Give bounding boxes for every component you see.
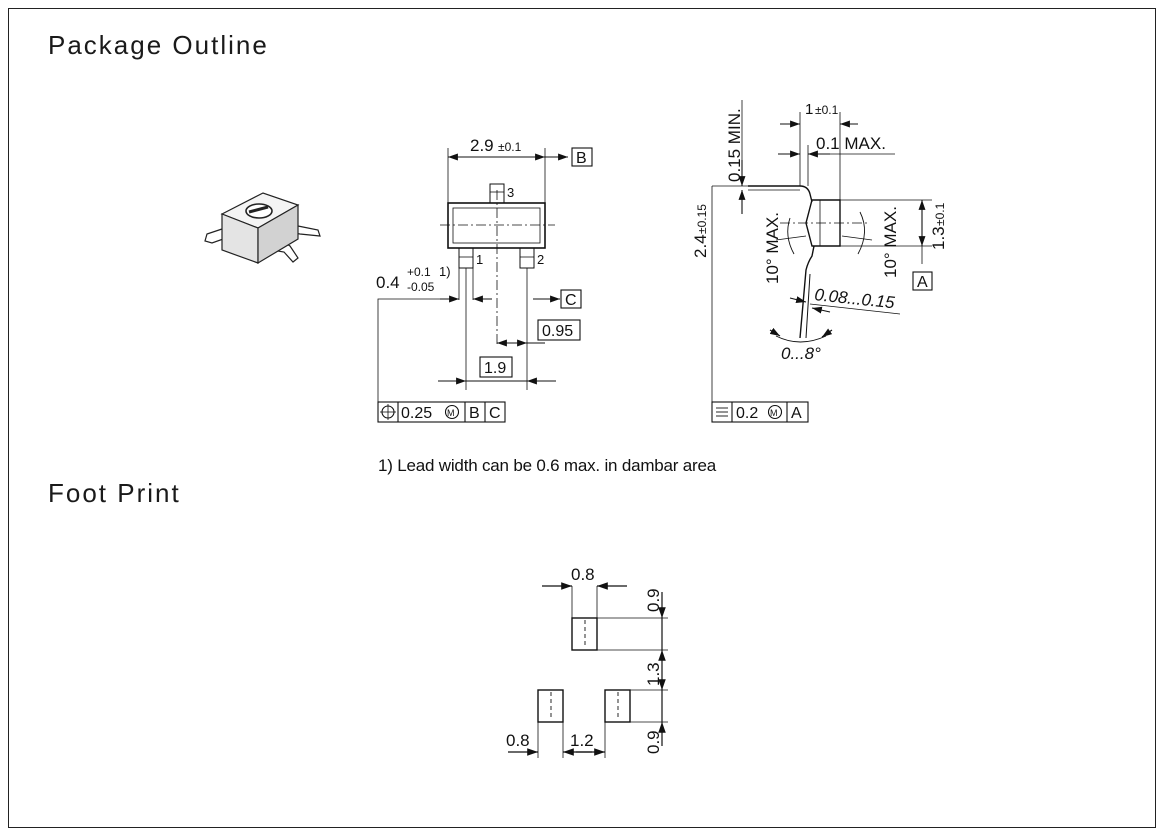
datum-c-label: C <box>565 292 577 309</box>
angle-right-label: 10° MAX. <box>881 206 900 278</box>
mmc-symbol-icon <box>444 404 460 420</box>
datum-b-box <box>571 147 593 167</box>
gap-h-label: 1.2 <box>570 731 594 750</box>
height-tol: ±0.15 <box>695 204 709 234</box>
datum-a-label: A <box>917 274 928 291</box>
top-view <box>377 147 593 423</box>
pad-bottom-left <box>537 689 564 723</box>
lead-width-footnote: 1) Lead width can be 0.6 max. in dambar … <box>378 456 717 475</box>
tol-ref2-label: C <box>489 405 501 422</box>
width-tol-label: ±0.1 <box>498 140 522 154</box>
package-3d-illustration <box>204 192 321 265</box>
datum-c-box <box>560 289 582 309</box>
pad-w-top-label: 0.8 <box>571 565 595 584</box>
lead-tol-plus: +0.1 <box>407 265 431 279</box>
pin3-label: 3 <box>507 185 514 200</box>
footprint-drawing <box>508 582 668 758</box>
gap-v-label: 1.3 <box>644 662 663 686</box>
tol-mod-label: M <box>447 408 455 418</box>
footprint-labels: 0.8 0.9 1.3 0.9 0.8 1.2 <box>506 565 663 754</box>
datum-b-label: B <box>576 150 587 167</box>
pad-h-top-label: 0.9 <box>644 588 663 612</box>
flatness-tolerance-frame <box>711 401 809 423</box>
pad-bottom-right <box>604 689 631 723</box>
height-label: 2.4 <box>691 234 710 258</box>
flat-mod-label: M <box>770 408 778 418</box>
pad-top <box>571 617 598 651</box>
top-view-body <box>447 202 546 249</box>
span-label: 1.9 <box>484 360 506 377</box>
lead-note-ref: 1) <box>439 264 451 279</box>
pitch-box <box>537 319 581 341</box>
pad-w-left-label: 0.8 <box>506 731 530 750</box>
position-tolerance-frame <box>377 401 506 423</box>
foot-print-heading: Foot Print <box>48 478 181 508</box>
body-h-label: 1.3 <box>929 226 948 250</box>
lead-width-label: 0.4 <box>376 273 400 292</box>
lead-len-tol: ±0.1 <box>815 103 839 117</box>
flat-ref-label: A <box>791 405 802 422</box>
pad-h-bottom-label: 0.9 <box>644 730 663 754</box>
min-clear-label: 0.15 MIN. <box>725 108 744 182</box>
thickness-label: 0.08...0.15 <box>814 285 896 312</box>
span-box <box>479 356 513 378</box>
side-view <box>711 100 933 423</box>
tol-value-label: 0.25 <box>401 405 432 422</box>
tol-ref1-label: B <box>469 405 480 422</box>
datum-a-box <box>912 271 933 291</box>
lead-tol-minus: -0.05 <box>407 280 435 294</box>
pin2-label: 2 <box>537 252 544 267</box>
flat-value-label: 0.2 <box>736 405 758 422</box>
flat-max-label: 0.1 MAX. <box>816 134 886 153</box>
lead-len-label: 1 <box>805 101 813 118</box>
top-view-labels: 2.9 ±0.1 B 3 1 2 0.4 +0.1 -0.05 1) C 0.9… <box>376 136 587 422</box>
side-view-labels: 0.15 MIN. 1 ±0.1 0.1 MAX. 2.4 ±0.15 1.3 … <box>691 101 948 422</box>
foot-angle-label: 0...8° <box>781 344 821 363</box>
body-h-tol: ±0.1 <box>933 202 947 226</box>
pitch-label: 0.95 <box>542 323 573 340</box>
package-outline-heading: Package Outline <box>48 30 269 60</box>
width-dim-label: 2.9 <box>470 136 494 155</box>
mmc-symbol-icon-2 <box>767 404 783 420</box>
pin1-label: 1 <box>476 252 483 267</box>
logo-icon <box>248 205 269 214</box>
angle-left-label: 10° MAX. <box>763 212 782 284</box>
side-view-body <box>805 199 841 247</box>
